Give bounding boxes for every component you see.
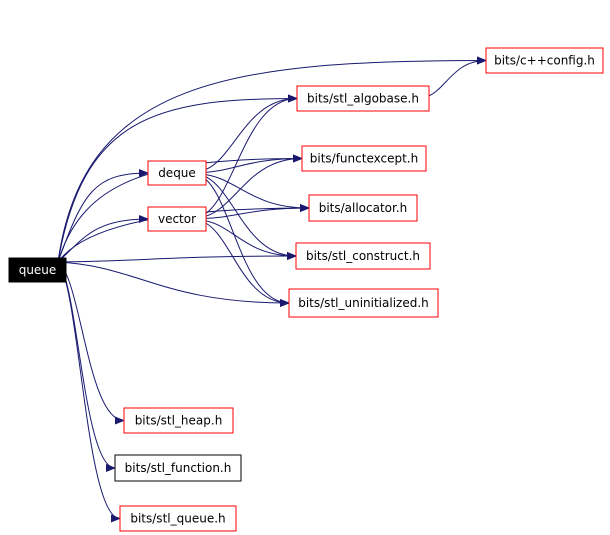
node-vector[interactable]: vector xyxy=(147,206,207,232)
edge-vector-to-stl_uninitialized xyxy=(199,220,290,307)
edge-vector-to-functexcept xyxy=(199,154,303,219)
node-allocator[interactable]: bits/allocator.h xyxy=(308,194,418,222)
edge-queue-to-deque xyxy=(57,169,149,263)
edge-queue-to-functexcept xyxy=(57,154,303,263)
edge-vector-to-stl_construct xyxy=(199,219,297,260)
node-cxx-config[interactable]: bits/c++config.h xyxy=(485,47,604,74)
node-stl-function-label: bits/stl_function.h xyxy=(125,461,232,475)
edge-stl_algobase-to-cxx_config xyxy=(422,56,487,99)
node-stl-queue-label: bits/stl_queue.h xyxy=(130,512,225,526)
node-allocator-label: bits/allocator.h xyxy=(319,201,408,215)
edge-queue-to-stl_construct xyxy=(57,252,297,263)
edge-queue-to-stl_function xyxy=(57,261,116,472)
edge-deque-to-functexcept xyxy=(199,154,303,174)
node-queue-label: queue xyxy=(19,263,57,277)
node-stl-algobase-label: bits/stl_algobase.h xyxy=(307,92,419,106)
node-stl-uninitialized-label: bits/stl_uninitialized.h xyxy=(298,296,429,310)
node-stl-construct-label: bits/stl_construct.h xyxy=(306,249,420,263)
edge-queue-to-stl_uninitialized xyxy=(57,261,290,307)
edge-vector-to-stl_algobase xyxy=(199,94,298,218)
edge-deque-to-stl_algobase xyxy=(199,94,298,172)
node-deque-label: deque xyxy=(158,166,196,180)
node-deque[interactable]: deque xyxy=(147,160,207,186)
node-functexcept[interactable]: bits/functexcept.h xyxy=(301,145,427,172)
node-functexcept-label: bits/functexcept.h xyxy=(310,152,418,166)
edge-queue-to-cxx_config xyxy=(57,56,487,263)
node-stl-uninitialized[interactable]: bits/stl_uninitialized.h xyxy=(288,288,439,318)
edge-deque-to-stl_construct xyxy=(199,174,297,260)
node-stl-heap-label: bits/stl_heap.h xyxy=(135,414,223,428)
node-stl-function[interactable]: bits/stl_function.h xyxy=(114,454,242,482)
edge-deque-to-allocator xyxy=(199,173,310,212)
node-queue[interactable]: queue xyxy=(8,257,67,283)
edge-queue-to-vector xyxy=(57,215,149,263)
node-vector-label: vector xyxy=(158,212,196,226)
edge-queue-to-stl_heap xyxy=(57,261,125,425)
node-stl-algobase[interactable]: bits/stl_algobase.h xyxy=(296,85,430,112)
edge-queue-to-stl_algobase xyxy=(57,94,298,263)
edge-deque-to-stl_uninitialized xyxy=(199,175,290,307)
node-stl-heap[interactable]: bits/stl_heap.h xyxy=(123,407,234,434)
edge-queue-to-allocator xyxy=(57,204,310,263)
edge-vector-to-allocator xyxy=(199,204,310,220)
nodes: queue bits/c++config.h bits/stl_algobase… xyxy=(8,47,604,532)
edge-queue-to-stl_queue xyxy=(57,261,121,523)
node-cxx-config-label: bits/c++config.h xyxy=(494,54,595,68)
node-stl-queue[interactable]: bits/stl_queue.h xyxy=(119,505,237,532)
node-stl-construct[interactable]: bits/stl_construct.h xyxy=(295,242,431,270)
